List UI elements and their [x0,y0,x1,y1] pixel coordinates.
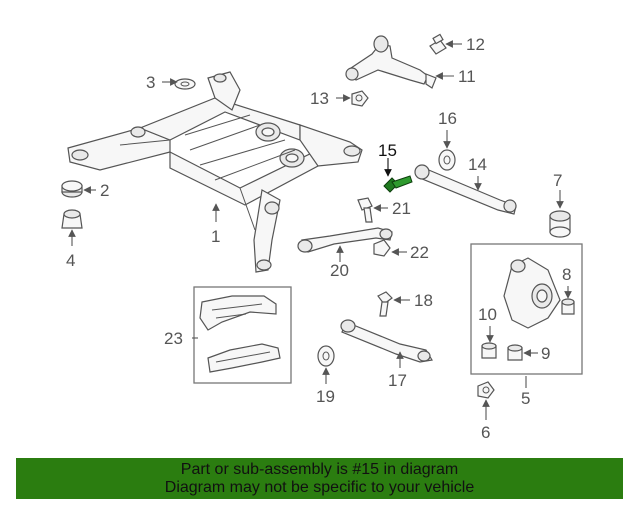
callout-11: 11 [458,67,476,86]
callout-2: 2 [100,181,109,200]
callout-4: 4 [66,251,75,270]
callout-5: 5 [521,389,530,408]
leader-lines [68,40,572,420]
part-5-knuckle-box [470,243,583,375]
callout-16: 16 [438,109,457,128]
part-22-nut [373,239,391,257]
subframe-crossmember [67,71,363,273]
part-23-box [193,286,292,384]
part-15-bolt [383,175,413,193]
callout-6: 6 [481,423,490,442]
callout-3: 3 [146,73,155,92]
part-12-bolt [429,33,447,55]
part-20-link [297,227,393,253]
banner-line-1: Part or sub-assembly is #15 in diagram [180,461,459,478]
part-11-upper-arm [345,35,437,89]
part-16-washer [438,149,456,171]
part-4-bushing [61,209,83,229]
callout-19: 19 [316,387,335,406]
part-18-bolt [377,291,393,317]
callout-18: 18 [414,291,433,310]
callout-15: 15 [378,141,397,160]
part-7-bushing [549,210,571,238]
part-21-bolt [357,197,373,223]
part-17-link [340,319,433,363]
callout-7: 7 [553,171,562,190]
info-banner: Part or sub-assembly is #15 in diagram D… [16,458,623,499]
part-3-washer [174,78,196,90]
callout-12: 12 [466,35,485,54]
part-6-nut [477,381,495,399]
part-14-lateral-link [414,164,517,215]
part-2-washer [61,180,83,198]
callout-20: 20 [330,261,349,280]
callout-14: 14 [468,155,487,174]
part-13-nut [351,90,369,107]
part-19-washer [317,345,335,367]
callout-22: 22 [410,243,429,262]
callout-17: 17 [388,371,407,390]
callout-13: 13 [310,89,329,108]
callout-1: 1 [211,227,220,246]
callout-10: 10 [478,305,497,324]
banner-line-2: Diagram may not be specific to your vehi… [164,479,475,496]
callout-9: 9 [541,344,550,363]
callout-23: 23 [164,329,183,348]
callout-8: 8 [562,265,571,284]
parts-diagram: 3 2 4 1 12 11 13 16 14 15 7 21 22 20 8 1… [61,33,583,442]
callout-labels: 3 2 4 1 12 11 13 16 14 15 7 21 22 20 8 1… [66,35,571,442]
callout-21: 21 [392,199,411,218]
